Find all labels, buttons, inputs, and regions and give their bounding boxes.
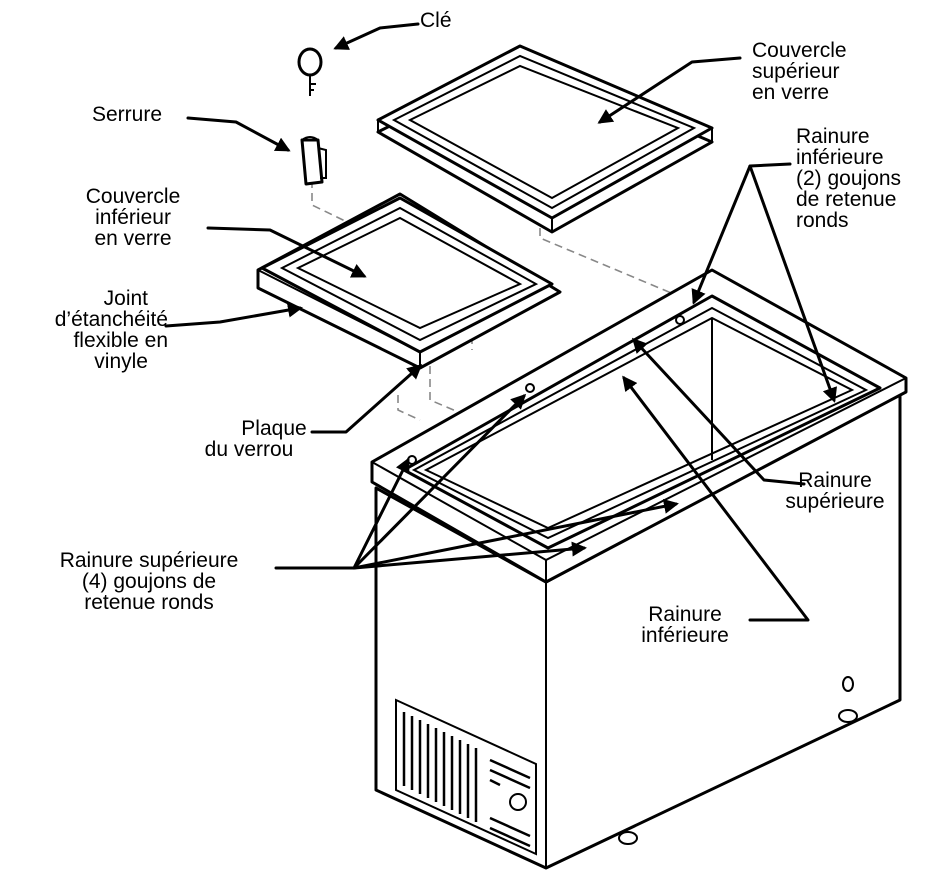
top-glass-lid — [376, 44, 714, 234]
label-bottom-groove: Rainure inférieure — [641, 603, 729, 647]
label-vinyl-seal: Joint d’étanchéité flexible en vinyle — [54, 287, 168, 373]
label-lock: Serrure — [92, 103, 163, 126]
bottom-glass-lid — [256, 192, 562, 370]
lock-icon — [300, 136, 327, 186]
key-icon — [297, 47, 323, 96]
label-top-glass-lid: Couvercle supérieur en verre — [752, 39, 847, 104]
label-key: Clé — [420, 9, 452, 32]
label-bottom-groove-pins: Rainure inférieure (2) goujons de retenu… — [796, 125, 902, 232]
label-top-groove-pins: Rainure supérieure (4) goujons de retenu… — [59, 549, 239, 614]
leader-lines — [164, 22, 838, 622]
label-top-groove: Rainure supérieure — [785, 469, 885, 513]
label-bottom-glass-lid: Couvercle inférieur en verre — [85, 185, 181, 250]
label-latch-plate: Plaque du verrou — [204, 417, 307, 461]
freezer-cabinet — [370, 268, 908, 870]
